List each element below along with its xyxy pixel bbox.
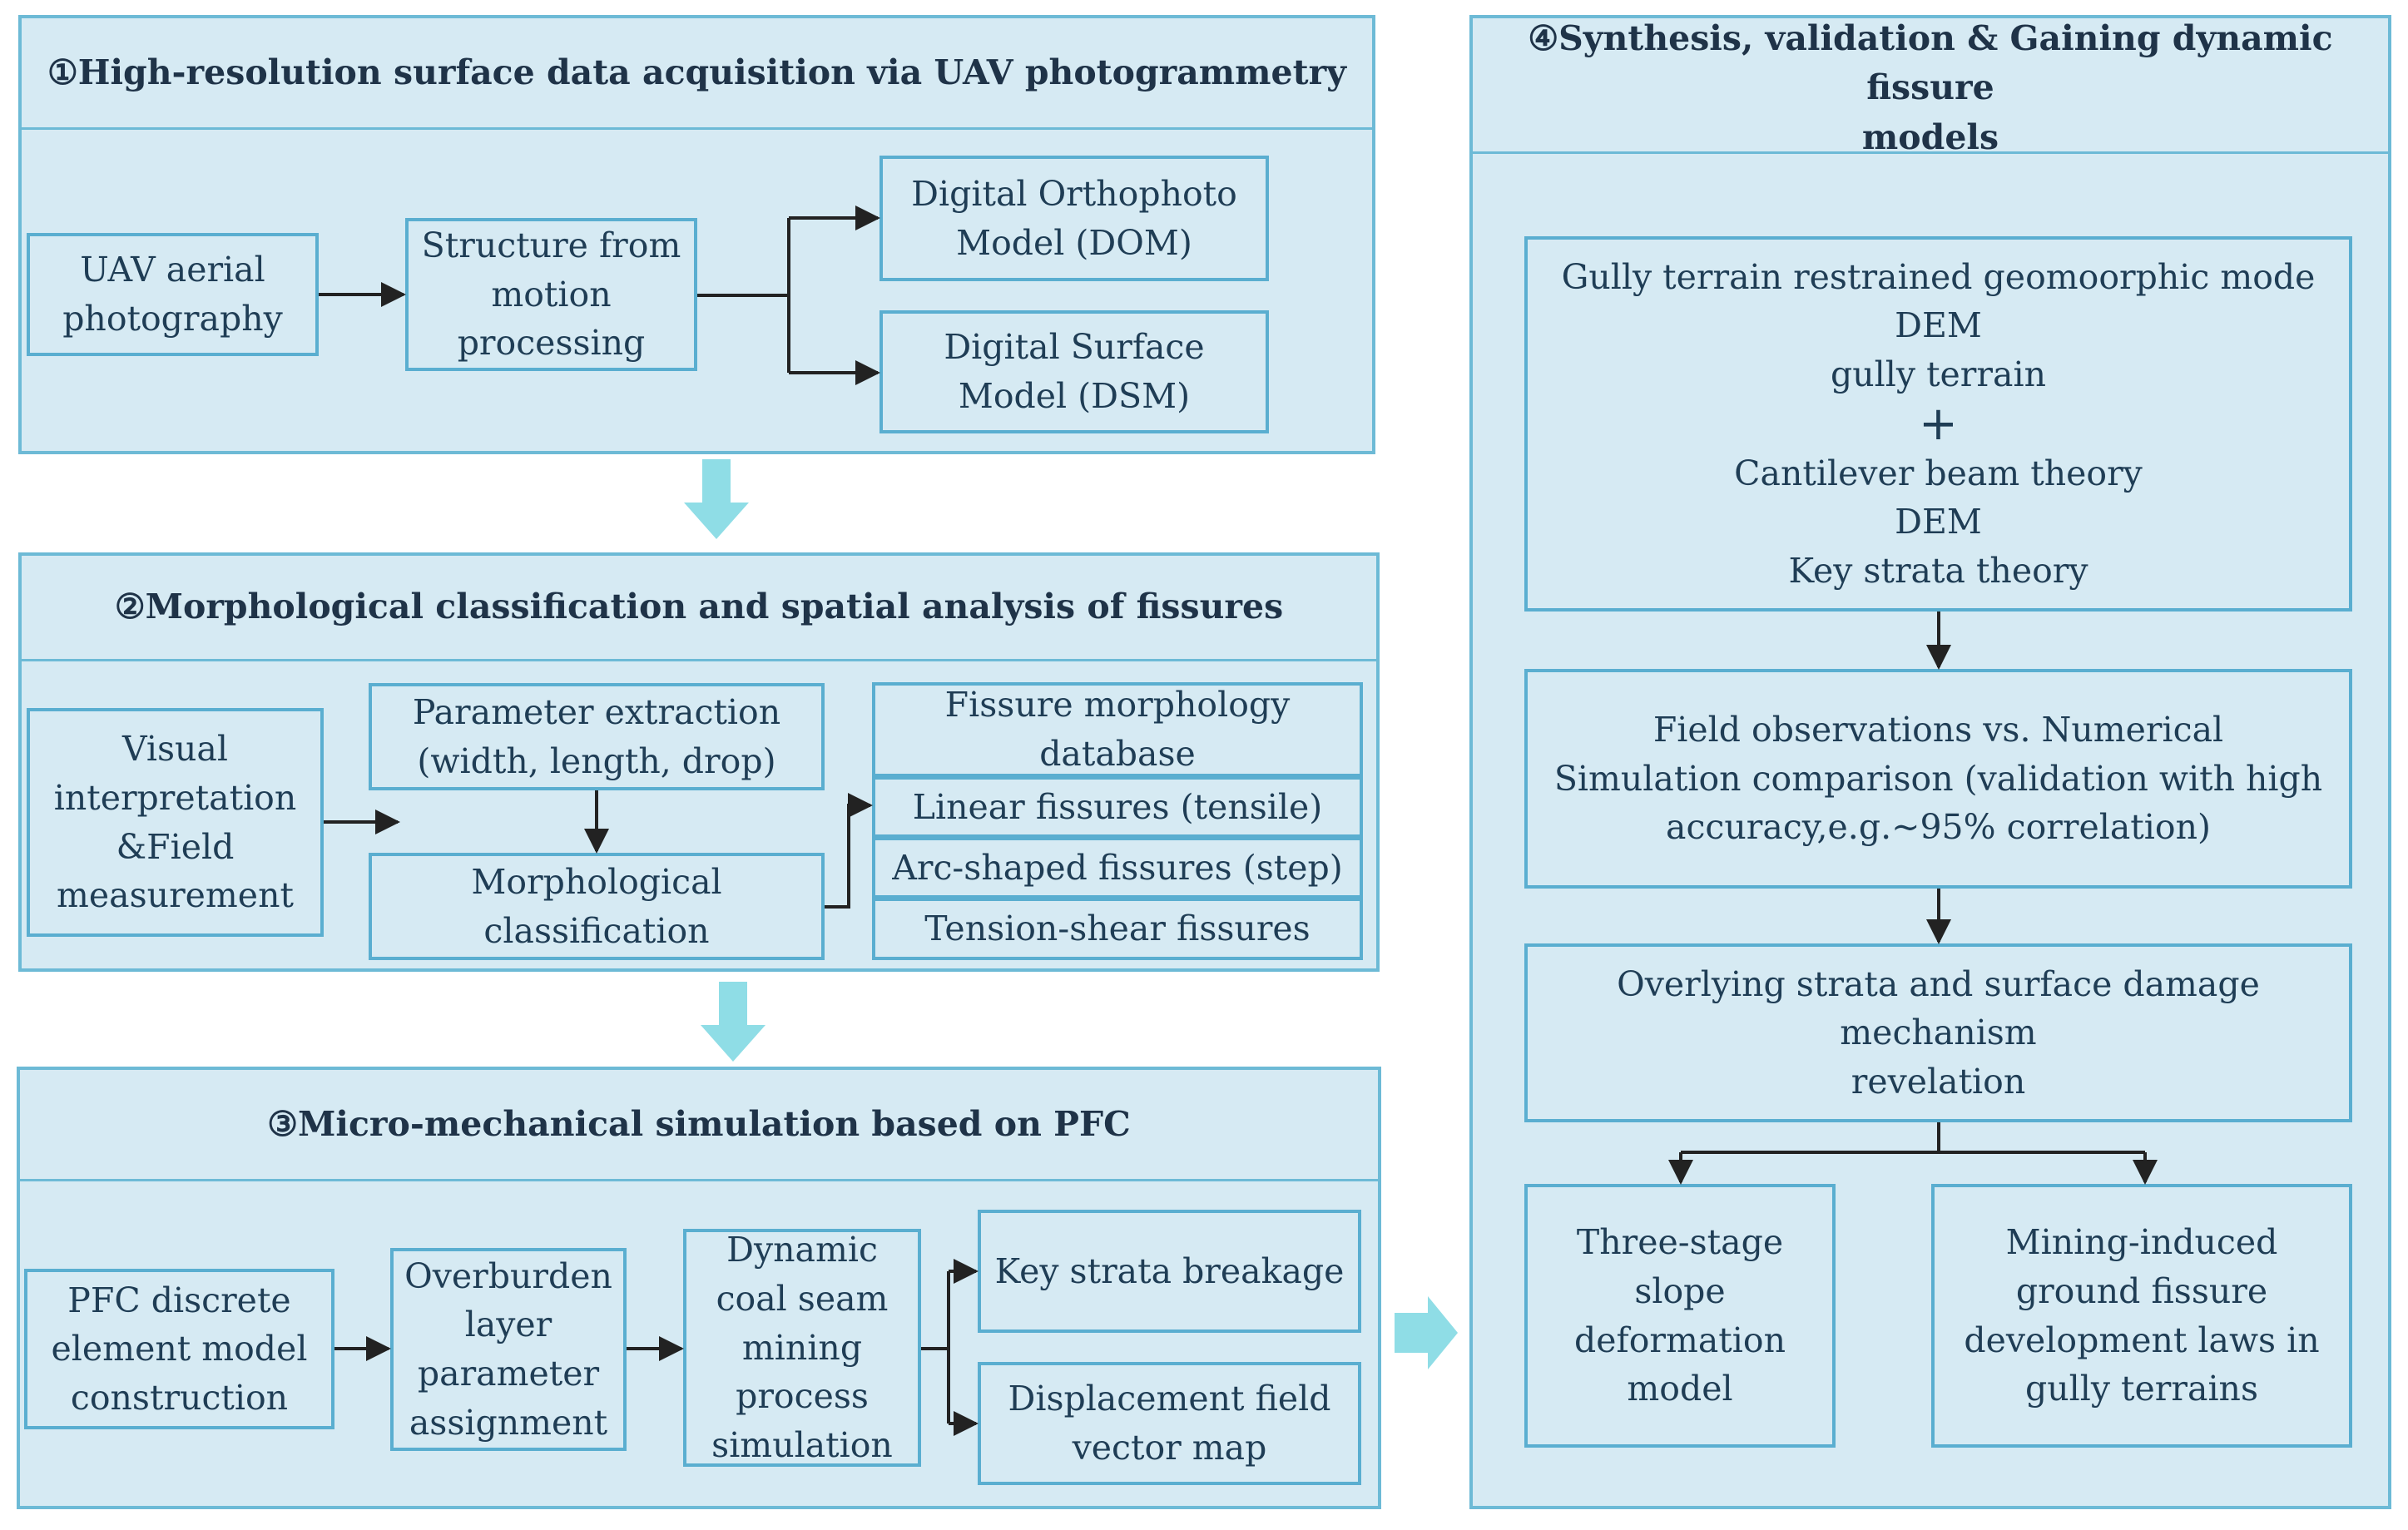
box-three-stage-slope-model: Three-stage slope deformation model [1524, 1184, 1836, 1448]
box-linear-fissures: Linear fissures (tensile) [872, 776, 1363, 838]
panel-3-title: ③Micro-mechanical simulation based on PF… [20, 1070, 1378, 1181]
box-gully-terrain-theories: Gully terrain restrained geomoorphic mod… [1524, 236, 2352, 612]
panel-1-title: ①High-resolution surface data acquisitio… [22, 18, 1372, 130]
theories-text: Cantilever beam theory DEM Key strata th… [1734, 453, 2143, 591]
flow-arrow-1-to-2 [684, 459, 749, 539]
box-visual-interpretation: Visual interpretation &Field measurement [27, 708, 324, 937]
panel-4-title: ④Synthesis, validation & Gaining dynamic… [1473, 18, 2388, 157]
box-arc-shaped-fissures: Arc-shaped fissures (step) [872, 837, 1363, 899]
box-uav-aerial-photography: UAV aerial photography [27, 233, 319, 356]
plus-sign: + [1919, 396, 1958, 451]
box-digital-orthophoto-model: Digital Orthophoto Model (DOM) [879, 156, 1269, 281]
box-digital-surface-model: Digital Surface Model (DSM) [879, 310, 1269, 433]
box-structure-from-motion: Structure from motion processing [405, 218, 697, 371]
flow-arrow-2-to-3 [701, 982, 766, 1062]
box-overlying-strata-mechanism: Overlying strata and surface damage mech… [1524, 943, 2352, 1122]
box-dynamic-mining-simulation: Dynamic coal seam mining process simulat… [683, 1229, 921, 1467]
gully-terrain-text: Gully terrain restrained geomoorphic mod… [1561, 256, 2316, 394]
box-tension-shear-fissures: Tension-shear fissures [872, 898, 1363, 960]
panel-2-title: ②Morphological classification and spatia… [22, 556, 1376, 661]
box-parameter-extraction: Parameter extraction (width, length, dro… [369, 683, 825, 790]
box-morphological-classification: Morphological classification [369, 853, 825, 960]
box-overburden-layer-parameters: Overburden layer parameter assignment [390, 1248, 627, 1451]
box-mining-induced-fissure-laws: Mining-induced ground fissure developmen… [1931, 1184, 2352, 1448]
box-pfc-model-construction: PFC discrete element model construction [24, 1269, 334, 1429]
box-field-vs-numerical-comparison: Field observations vs. Numerical Simulat… [1524, 669, 2352, 889]
box-key-strata-breakage: Key strata breakage [978, 1210, 1361, 1333]
box-fissure-morphology-database: Fissure morphology database [872, 682, 1363, 777]
flow-arrow-to-panel-4 [1395, 1296, 1458, 1369]
box-displacement-field-map: Displacement field vector map [978, 1362, 1361, 1485]
